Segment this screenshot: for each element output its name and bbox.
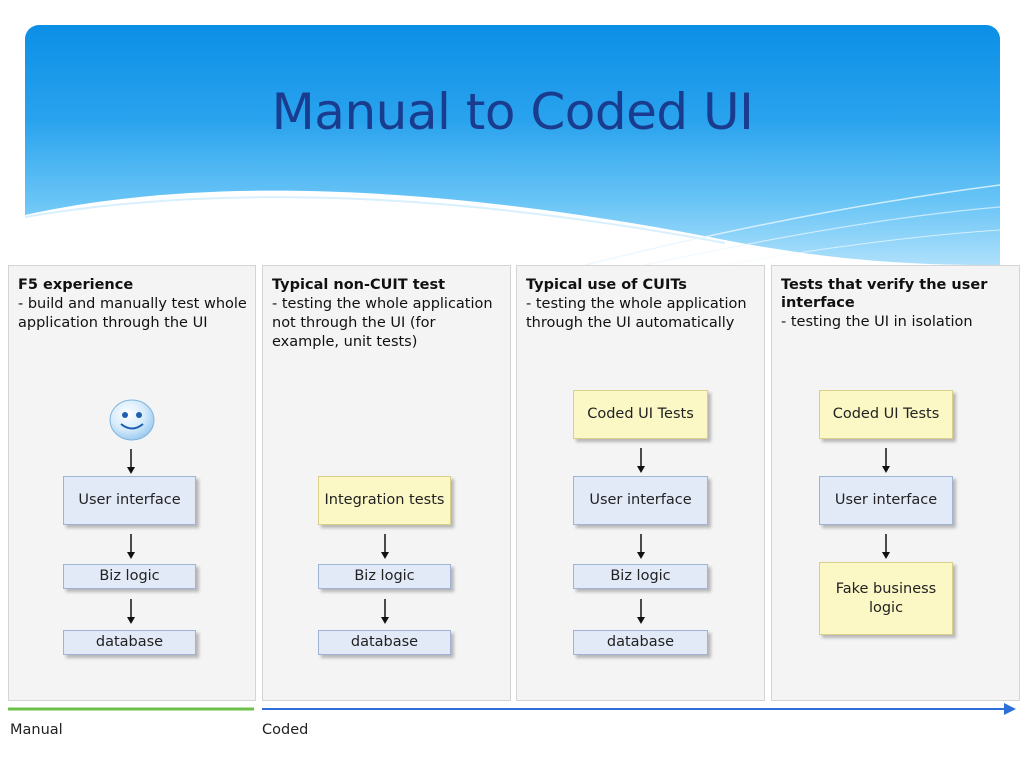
box-database: database (63, 630, 196, 655)
page-title: Manual to Coded UI (271, 83, 754, 141)
box-coded-ui-tests: Coded UI Tests (819, 390, 953, 439)
smiley-user-icon (109, 399, 155, 441)
arrow-down-icon (127, 599, 135, 624)
column-heading: Typical use of CUITs (526, 277, 687, 293)
column-description: - testing the whole application through … (526, 296, 747, 331)
column-f5-experience: F5 experience - build and manually test … (8, 265, 256, 701)
box-biz-logic: Biz logic (63, 564, 196, 589)
box-biz-logic: Biz logic (573, 564, 708, 589)
timeline-arrowhead-icon (1004, 703, 1016, 715)
box-database: database (573, 630, 708, 655)
box-user-interface: User interface (63, 476, 196, 525)
coded-label: Coded (262, 722, 309, 738)
arrow-down-icon (381, 599, 389, 624)
box-user-interface: User interface (819, 476, 953, 525)
column-description: - testing the whole application not thro… (272, 296, 493, 350)
arrow-down-icon (381, 534, 389, 559)
arrow-down-icon (127, 449, 135, 474)
arrow-down-icon (637, 599, 645, 624)
column-non-cuit-test: Typical non-CUIT test - testing the whol… (262, 265, 511, 701)
box-fake-business-logic: Fake business logic (819, 562, 953, 635)
arrow-down-icon (637, 448, 645, 473)
title-banner: Manual to Coded UI (25, 25, 1000, 265)
column-ui-isolation: Tests that verify the user interface - t… (771, 265, 1020, 701)
column-typical-cuit: Typical use of CUITs - testing the whole… (516, 265, 765, 701)
manual-label: Manual (10, 722, 63, 738)
column-heading: Tests that verify the user interface (781, 277, 988, 311)
column-heading: Typical non-CUIT test (272, 277, 446, 293)
manual-to-coded-timeline (8, 703, 1016, 715)
arrow-down-icon (882, 448, 890, 473)
box-database: database (318, 630, 451, 655)
banner-waves (25, 184, 1000, 265)
box-integration-tests: Integration tests (318, 476, 451, 525)
column-description: - testing the UI in isolation (781, 314, 973, 330)
arrow-down-icon (127, 534, 135, 559)
box-biz-logic: Biz logic (318, 564, 451, 589)
column-description: - build and manually test whole applicat… (18, 296, 247, 331)
column-heading: F5 experience (18, 277, 134, 293)
box-user-interface: User interface (573, 476, 708, 525)
box-coded-ui-tests: Coded UI Tests (573, 390, 708, 439)
arrow-down-icon (882, 534, 890, 559)
arrow-down-icon (637, 534, 645, 559)
